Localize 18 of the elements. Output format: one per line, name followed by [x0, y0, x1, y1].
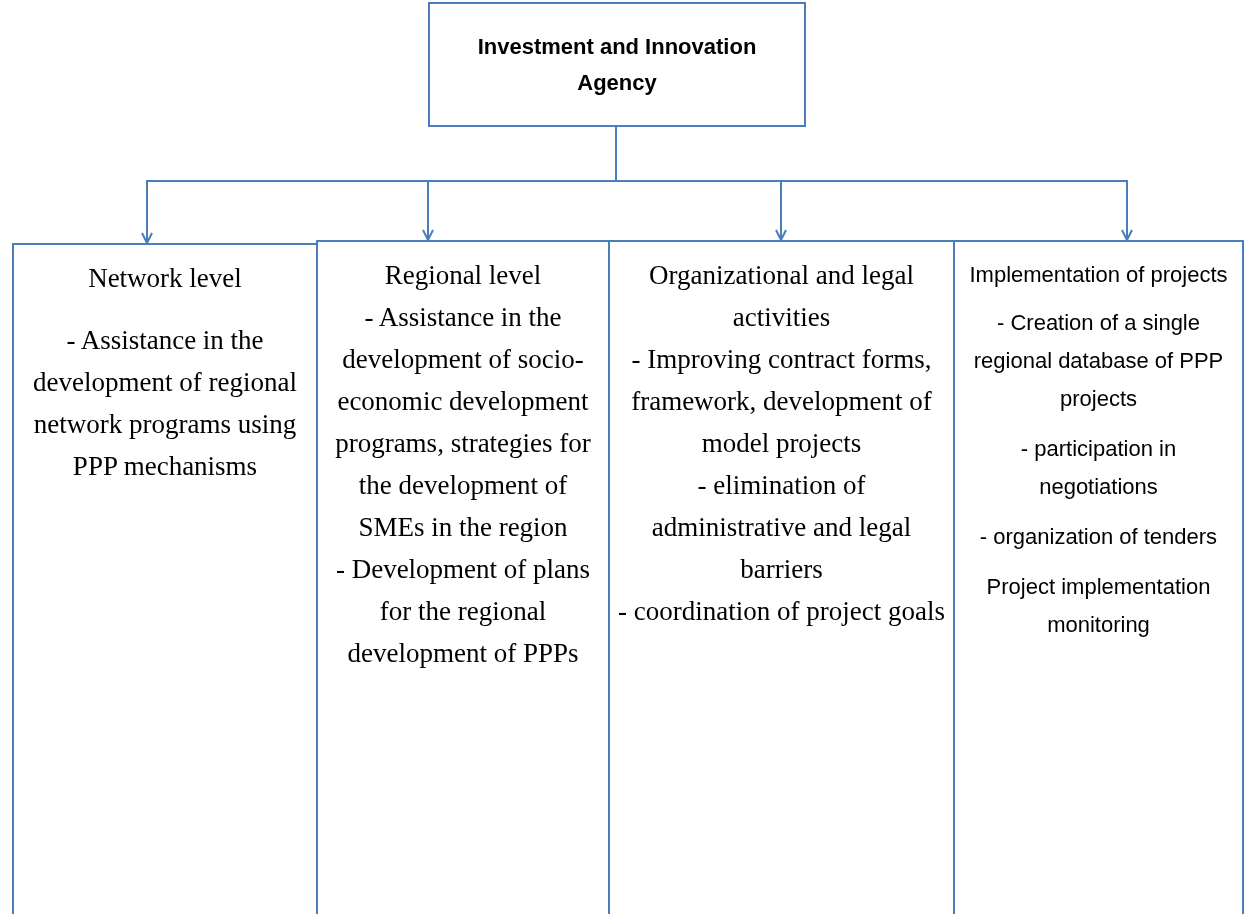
function-item: - Development of plans for the regional development of PPPs [334, 553, 592, 670]
function-item: - participation in negotiations [1019, 435, 1178, 501]
function-item: - coordination of project goals [618, 595, 945, 628]
column-heading: Organizational and legal activities [648, 259, 915, 334]
function-item: - organization of tenders [978, 523, 1219, 551]
column-heading: Network level [87, 262, 243, 295]
function-item: Project implementation monitoring [985, 573, 1212, 639]
function-item: - Assistance in the development of regional network programs using PPP mechanisms [32, 324, 298, 483]
column-heading: Investment and Innovation Agency [476, 33, 758, 97]
function-item: - Improving contract forms, framework, development of model projects [630, 343, 933, 460]
agency-box [428, 2, 806, 127]
function-column [953, 240, 1244, 914]
function-item: - elimination of administrative and legal barriers [650, 469, 913, 586]
function-item: - Assistance in the development of socio-economic development programs, strategies for the development of SMEs in the region [334, 301, 592, 544]
function-column [12, 243, 318, 914]
function-item: - Creation of a single regional database of PPP projects [972, 309, 1225, 413]
column-heading: Implementation of projects [969, 261, 1228, 289]
column-heading: Regional level [383, 259, 543, 292]
